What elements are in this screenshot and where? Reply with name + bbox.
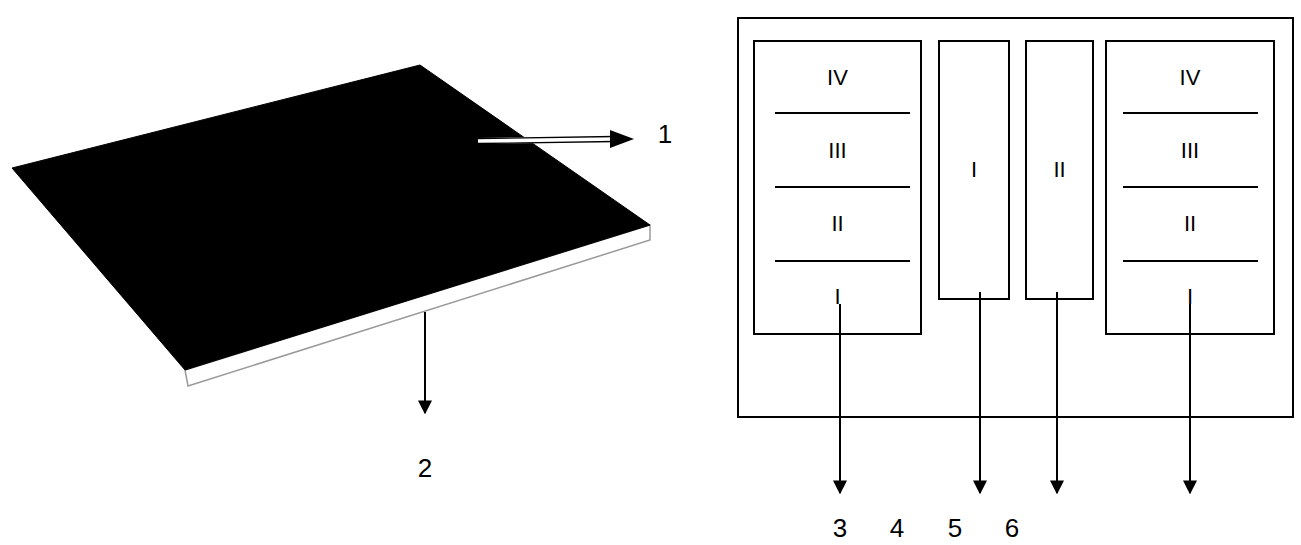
black-plate xyxy=(12,65,650,370)
band-label: III xyxy=(755,115,920,188)
band-stack-box: IVIIIIII xyxy=(1105,40,1275,335)
band-label: IV xyxy=(755,42,920,115)
band-separators xyxy=(775,113,1258,261)
callout-number: 4 xyxy=(890,514,904,543)
arrow-2 xyxy=(424,312,426,413)
callout-number: 6 xyxy=(1005,514,1019,543)
band-label: II xyxy=(755,188,920,261)
callout-number: 5 xyxy=(948,514,962,543)
band-label: I xyxy=(755,260,920,333)
single-band-box: I xyxy=(938,40,1010,300)
callout-number: 1 xyxy=(658,120,672,149)
callout-number: 3 xyxy=(833,514,847,543)
band-label: II xyxy=(1027,42,1092,298)
arrow-1 xyxy=(478,130,634,148)
band-stack-box: IVIIIIII xyxy=(753,40,922,335)
band-label: III xyxy=(1107,115,1273,188)
output-arrows xyxy=(840,292,1190,493)
band-label: I xyxy=(1107,260,1273,333)
callout-number: 2 xyxy=(418,454,432,483)
band-label: I xyxy=(940,42,1008,298)
band-label: IV xyxy=(1107,42,1273,115)
outer-frame xyxy=(738,18,1293,417)
single-band-box: II xyxy=(1025,40,1094,300)
band-label: II xyxy=(1107,188,1273,261)
